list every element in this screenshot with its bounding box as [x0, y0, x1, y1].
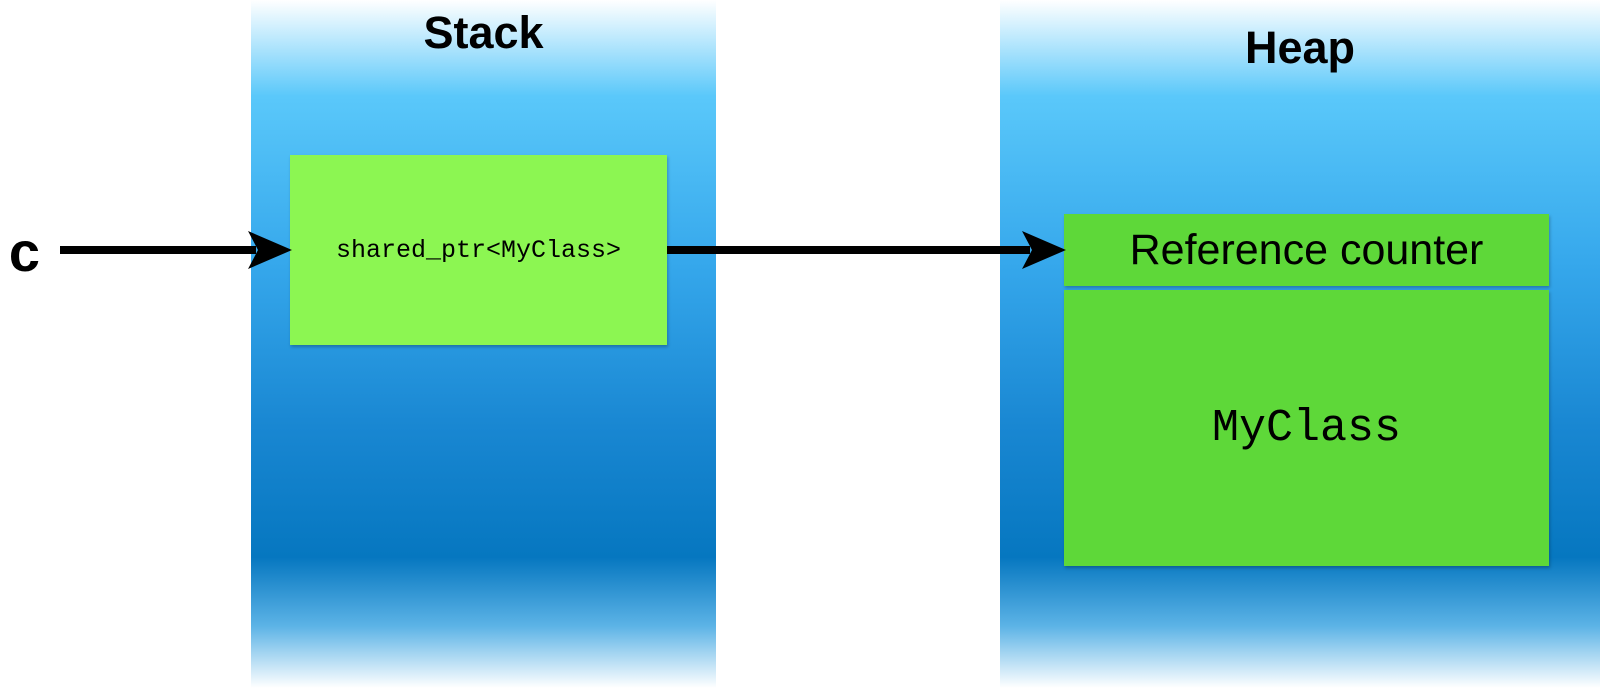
- reference-counter-box: Reference counter: [1064, 214, 1549, 286]
- pointer-to-heap-arrow: [667, 231, 1066, 269]
- reference-counter-label: Reference counter: [1129, 225, 1484, 274]
- variable-to-pointer-arrow: [60, 231, 292, 269]
- myclass-object-label: MyClass: [1211, 402, 1402, 454]
- shared-ptr-box: shared_ptr<MyClass>: [290, 155, 667, 345]
- variable-label: c: [8, 224, 42, 288]
- stack-title: Stack: [423, 7, 544, 58]
- myclass-object-box: MyClass: [1064, 290, 1549, 566]
- heap-title: Heap: [1244, 22, 1356, 73]
- shared-ptr-label: shared_ptr<MyClass>: [335, 235, 622, 265]
